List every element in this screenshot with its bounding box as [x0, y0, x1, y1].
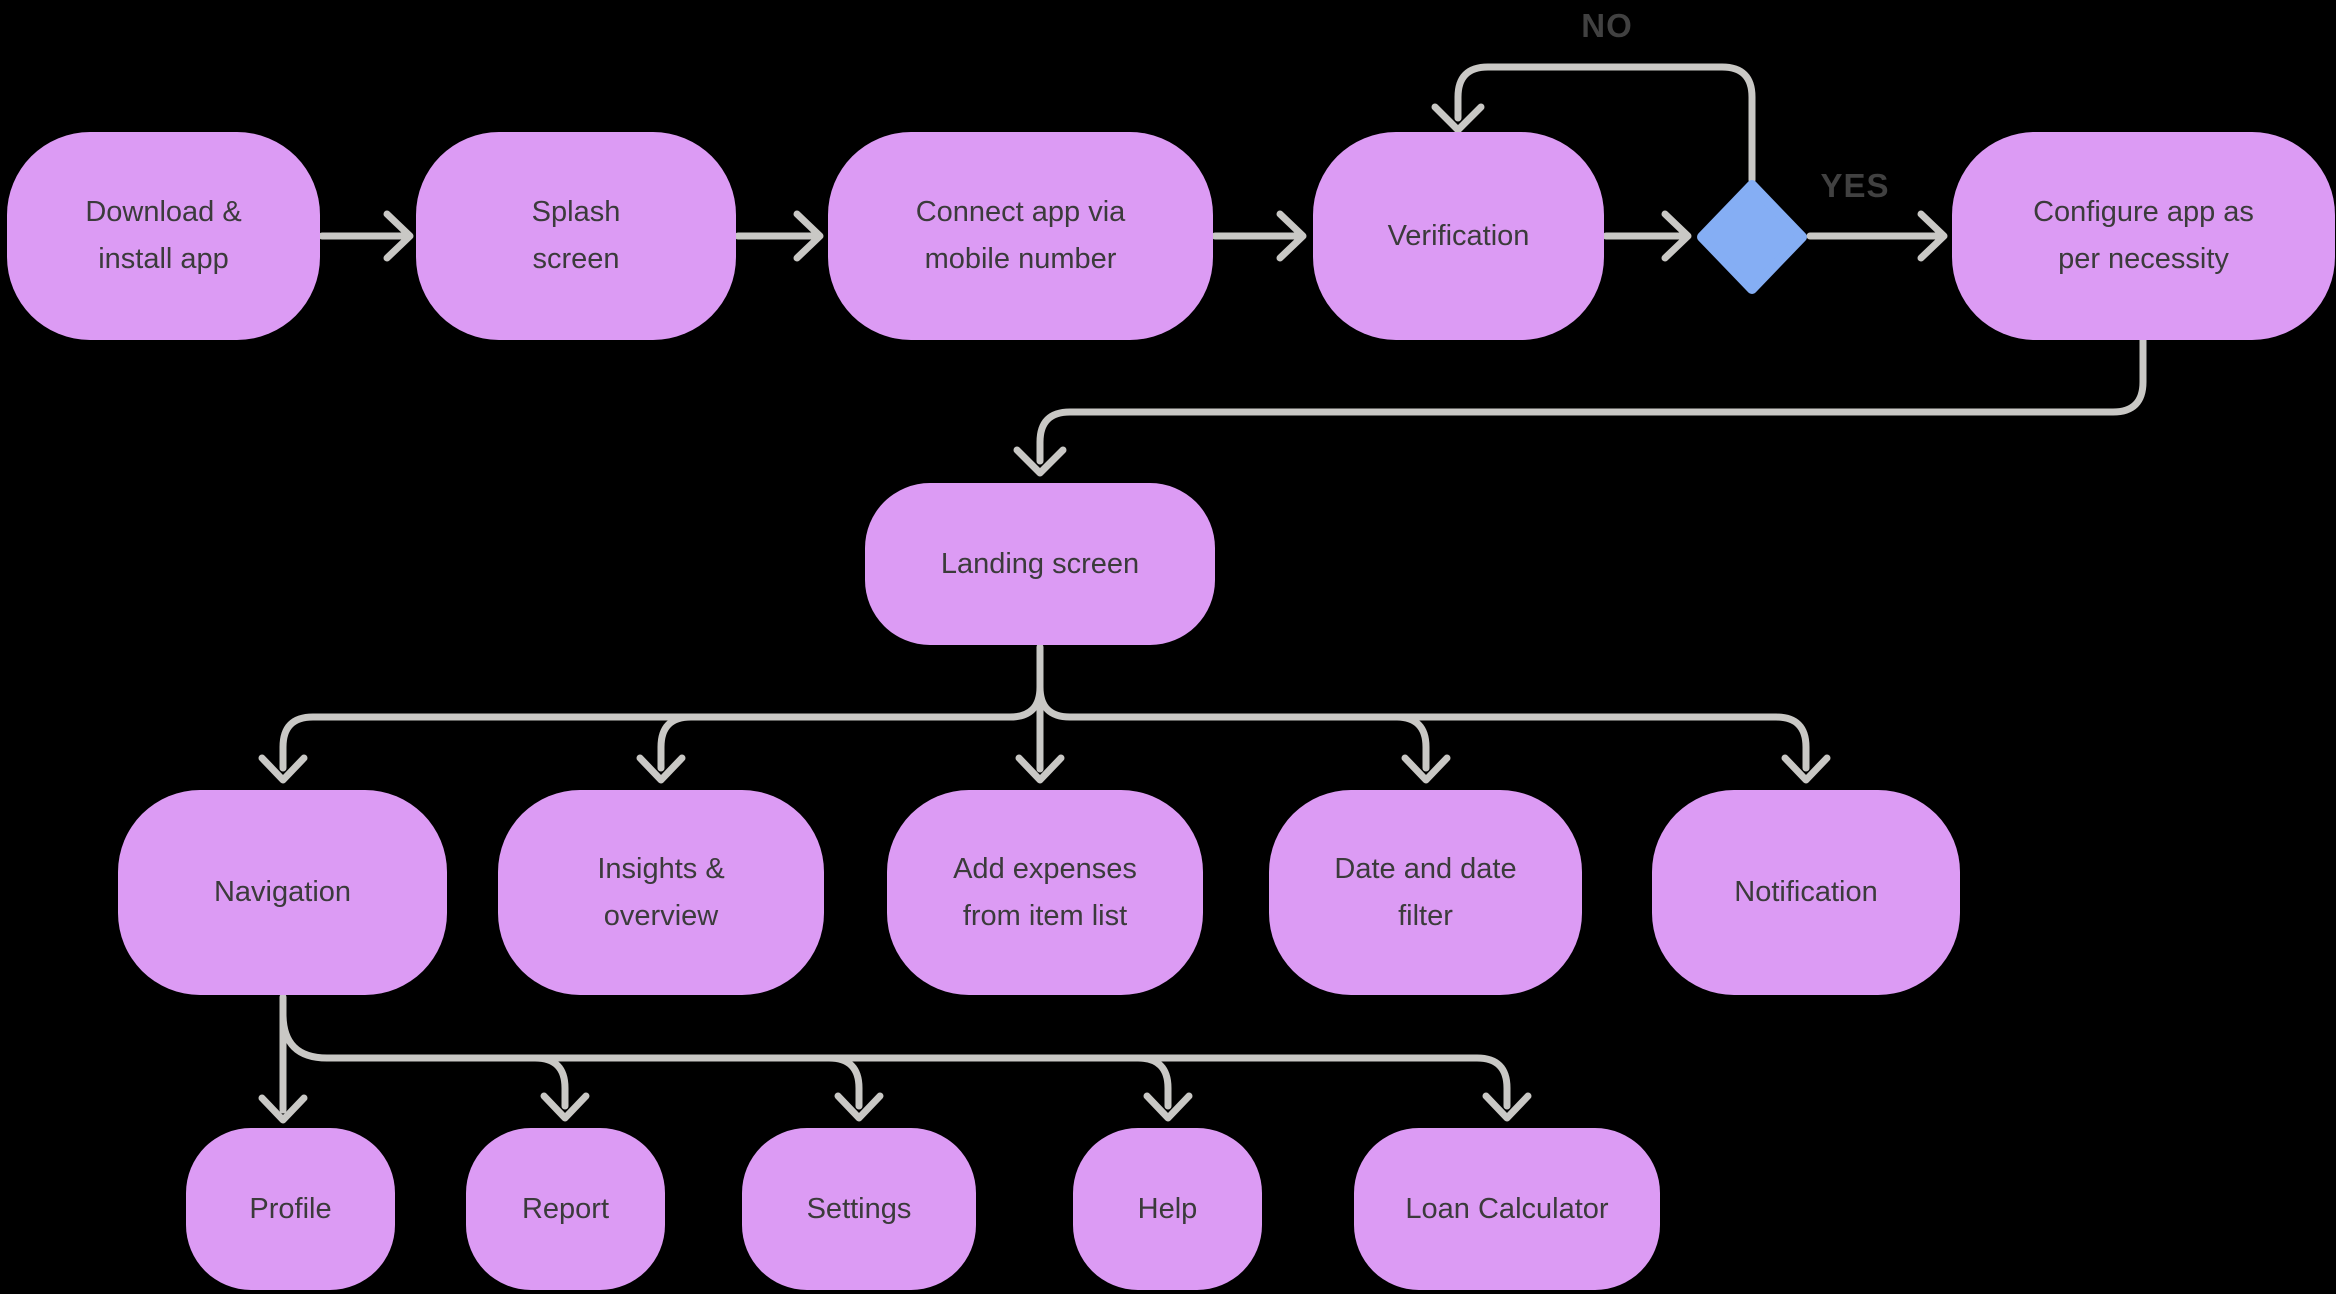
edge-landing-split-right-to-notification [1036, 683, 1831, 784]
node-notification[interactable]: Notification [1652, 790, 1960, 995]
edge-landing-drop-to-date-filter [1392, 713, 1451, 784]
node-label: Splash screen [531, 196, 621, 275]
node-date-and-date-filter[interactable]: Date and date filter [1269, 790, 1582, 995]
node-verification[interactable]: Verification [1313, 132, 1604, 340]
node-insights-overview[interactable]: Insights & overview [498, 790, 824, 995]
node-landing-screen[interactable]: Landing screen [865, 483, 1215, 645]
node-label: Loan Calculator [1405, 1192, 1609, 1225]
node-profile[interactable]: Profile [186, 1128, 395, 1290]
node-add-expenses-from-item-list[interactable]: Add expenses from item list [887, 790, 1203, 995]
node-label: Profile [249, 1192, 332, 1225]
edge-navigation-split-right-to-loan-calculator [279, 1010, 1532, 1122]
edge-decision-no-loop-to-verification [1431, 63, 1756, 184]
edge-landing-to-add-expenses [1015, 643, 1065, 784]
node-connect-app-via-mobile-number[interactable]: Connect app via mobile number [828, 132, 1213, 340]
edge-navigation-drop-to-report [531, 1054, 590, 1122]
edge-verification-to-decision [1602, 210, 1692, 262]
edge-label-no: NO [1581, 7, 1633, 44]
node-label: Configure app as per necessity [2033, 196, 2254, 275]
node-label: Report [521, 1192, 610, 1225]
node-label: Add expenses from item list [953, 852, 1137, 932]
node-label: Connect app via mobile number [915, 196, 1126, 275]
node-label: Help [1137, 1192, 1198, 1225]
node-report[interactable]: Report [466, 1128, 665, 1290]
edge-navigation-drop-to-settings [825, 1054, 884, 1122]
node-label: Verification [1387, 219, 1530, 252]
node-label: Insights & overview [597, 852, 725, 932]
edge-label-yes: YES [1820, 167, 1890, 204]
node-label: Download & install app [85, 196, 242, 275]
edge-navigation-drop-to-help [1134, 1054, 1193, 1122]
node-navigation[interactable]: Navigation [118, 790, 447, 995]
edge-configure-to-landing [1013, 336, 2147, 477]
node-download-install-app[interactable]: Download & install app [7, 132, 320, 340]
node-label: Landing screen [940, 547, 1140, 580]
node-label: Notification [1734, 876, 1878, 909]
edge-landing-drop-to-insights [636, 713, 695, 784]
node-settings[interactable]: Settings [742, 1128, 976, 1290]
node-label: Date and date filter [1334, 852, 1517, 932]
node-help[interactable]: Help [1073, 1128, 1262, 1290]
edge-download-to-splash [318, 210, 414, 262]
node-loan-calculator[interactable]: Loan Calculator [1354, 1128, 1660, 1290]
node-label: Navigation [213, 876, 352, 909]
node-label: Settings [806, 1192, 912, 1225]
node-splash-screen[interactable]: Splash screen [416, 132, 736, 340]
decision-verification-check-diamond[interactable] [1697, 180, 1807, 294]
edge-connect-to-verification [1211, 210, 1307, 262]
edge-decision-yes-to-configure [1806, 210, 1948, 262]
edge-landing-split-left-to-navigation [258, 683, 1044, 784]
node-configure-app-as-per-necessity[interactable]: Configure app as per necessity [1952, 132, 2335, 340]
edge-splash-to-connect [734, 210, 824, 262]
